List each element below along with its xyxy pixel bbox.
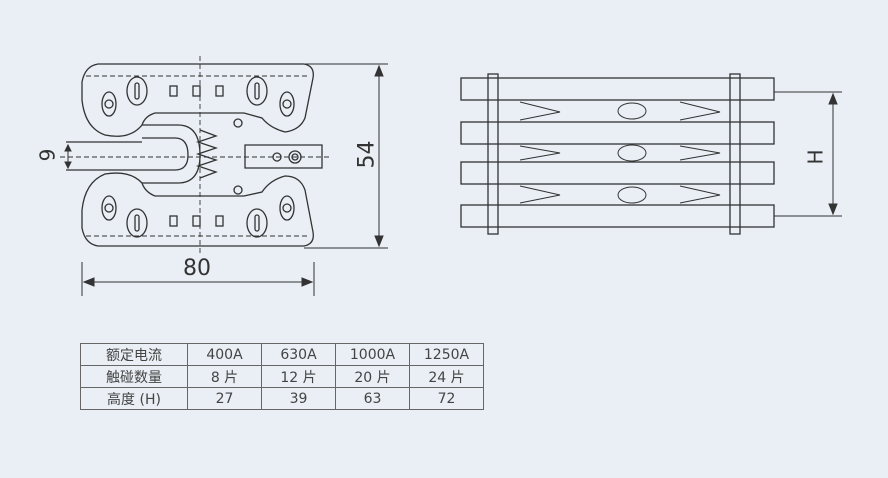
table-cell: 20 片 — [335, 365, 410, 388]
table-cell: 27 — [187, 387, 262, 410]
gap-dimension-label: 6 — [34, 148, 59, 162]
table-cell: 400A — [187, 343, 262, 366]
table-row: 额定电流 400A 630A 1000A 1250A — [80, 343, 484, 366]
spec-table: 额定电流 400A 630A 1000A 1250A 触碰数量 8 片 12 片… — [80, 343, 484, 410]
dimension-lines — [64, 63, 388, 296]
table-row: 高度 (H) 27 39 63 72 — [80, 387, 484, 410]
row-header: 额定电流 — [80, 343, 188, 366]
table-cell: 72 — [409, 387, 484, 410]
row-header: 高度 (H) — [80, 387, 188, 410]
table-cell: 8 片 — [187, 365, 262, 388]
table-row: 触碰数量 8 片 12 片 20 片 24 片 — [80, 365, 484, 388]
table-cell: 1250A — [409, 343, 484, 366]
row-header: 触碰数量 — [80, 365, 188, 388]
table-cell: 63 — [335, 387, 410, 410]
stack-height-label: H — [803, 149, 828, 165]
width-dimension-label: 80 — [183, 256, 211, 281]
contact-front-view — [60, 56, 330, 254]
table-cell: 12 片 — [261, 365, 336, 388]
table-cell: 630A — [261, 343, 336, 366]
table-cell: 39 — [261, 387, 336, 410]
table-cell: 1000A — [335, 343, 410, 366]
contact-side-view — [460, 73, 842, 235]
table-cell: 24 片 — [409, 365, 484, 388]
height-dimension-label: 54 — [354, 140, 380, 169]
